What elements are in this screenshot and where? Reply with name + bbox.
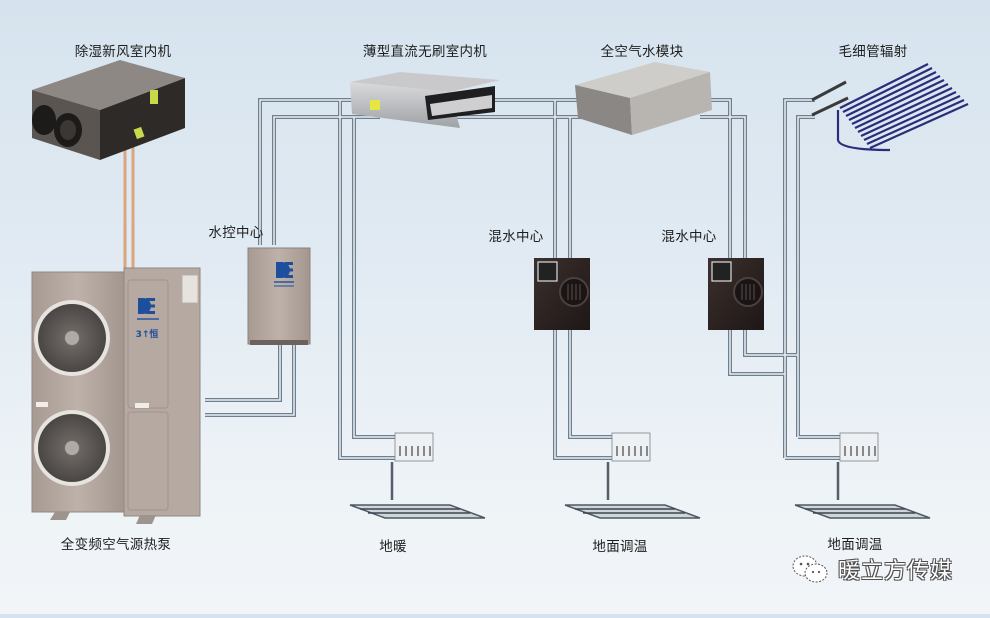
- wechat-icon: [792, 555, 828, 583]
- fan-icon: [34, 410, 110, 486]
- floor-temp-loop-2: [794, 504, 931, 519]
- fresh-air-unit[interactable]: [32, 60, 185, 160]
- watermark: 暖立方传媒: [790, 553, 953, 585]
- floor-heating-loop: [349, 504, 486, 519]
- label-mixing-center-1: 混水中心: [488, 229, 544, 245]
- air-water-module[interactable]: [575, 0, 712, 135]
- manifold-2: [611, 432, 651, 462]
- label-floor-temp-1: 地面调温: [592, 539, 648, 555]
- label-floor-temp-2: 地面调温: [827, 537, 883, 553]
- duct-port: [32, 105, 56, 135]
- pipe: [205, 345, 282, 402]
- brand-logo-icon: [137, 298, 159, 320]
- capillary-tube: [869, 102, 969, 150]
- mixer-pump: [559, 277, 589, 307]
- label-floor-heating: 地暖: [379, 539, 407, 555]
- capillary-tube: [854, 83, 949, 129]
- pipe: [568, 330, 620, 439]
- capillary-connectors: [811, 80, 849, 117]
- label-sticker: [370, 100, 380, 110]
- pipe: [796, 115, 815, 437]
- pipe: [743, 330, 798, 357]
- capillary-tube: [842, 67, 933, 113]
- label-sticker: [150, 90, 158, 104]
- label-capillary-radiation: 毛细管辐射: [838, 44, 908, 60]
- brand-logo-icon: [274, 262, 294, 287]
- capillary-tube: [866, 98, 965, 146]
- capillary-tube: [863, 95, 961, 141]
- mixer-display: [537, 261, 558, 282]
- pipe: [352, 117, 400, 439]
- mixing-center-2[interactable]: [708, 258, 764, 330]
- manifold-1: [394, 432, 434, 462]
- label-heat-pump: 全变频空气源热泵: [60, 537, 172, 553]
- capillary-tube: [848, 75, 941, 121]
- label-air-water-module: 全空气水模块: [600, 44, 684, 60]
- label-water-control-center: 水控中心: [208, 225, 264, 241]
- watermark-text: 暖立方传媒: [838, 559, 954, 584]
- capillary-tube: [860, 91, 957, 137]
- pipe: [272, 115, 380, 245]
- pipe-network: [123, 98, 840, 500]
- mixing-center-1[interactable]: [534, 258, 590, 330]
- pipe: [338, 100, 400, 460]
- mixer-pump: [733, 277, 763, 307]
- floor-temp-loop-1: [564, 504, 701, 519]
- copper-pipes: [123, 140, 135, 272]
- heat-pump-outdoor-unit[interactable]: [31, 267, 201, 524]
- capillary-tube: [845, 71, 937, 117]
- mixer-display: [711, 261, 732, 282]
- capillary-tube: [839, 63, 929, 109]
- pipe: [728, 330, 785, 376]
- manifold-3: [839, 432, 879, 462]
- label-mixing-center-2: 混水中心: [661, 229, 717, 245]
- capillary-tube: [851, 79, 945, 125]
- heat-pump-badge: 3↑恒: [136, 328, 159, 340]
- capillary-header: [836, 110, 891, 152]
- water-control-center[interactable]: [247, 247, 311, 345]
- label-fresh-air-unit: 除湿新风室内机: [74, 44, 172, 60]
- capillary-tube: [857, 87, 953, 133]
- dc-indoor-unit[interactable]: [350, 72, 500, 128]
- capillary-mat[interactable]: [811, 63, 969, 152]
- label-dc-indoor-unit: 薄型直流无刷室内机: [362, 44, 488, 60]
- fan-icon: [34, 300, 110, 376]
